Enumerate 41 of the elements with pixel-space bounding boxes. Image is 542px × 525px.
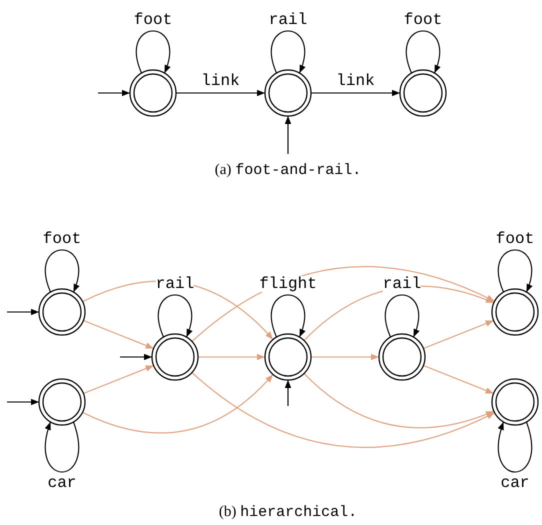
self-loop-arrow — [384, 294, 420, 338]
state-circle — [491, 378, 539, 426]
state-circle — [38, 288, 86, 336]
self-loop-arrow — [158, 294, 192, 338]
start-arrow — [284, 116, 292, 154]
arrow — [311, 354, 379, 360]
state-circle — [264, 333, 312, 381]
state-circle — [378, 333, 426, 381]
arrow — [198, 354, 265, 360]
state-circle — [491, 288, 539, 336]
start-arrow — [7, 308, 39, 316]
start-arrow — [98, 90, 130, 96]
self-loop-arrow — [270, 294, 306, 338]
self-loop-arrow — [498, 422, 532, 472]
arrow — [83, 365, 154, 394]
subfigure-caption: (b) hierarchical. — [218, 504, 358, 521]
start-arrow — [120, 354, 152, 360]
arrow — [83, 320, 154, 349]
start-arrow — [284, 380, 292, 406]
edge-label: rail — [382, 276, 422, 292]
self-loop-arrow — [44, 422, 80, 472]
self-loop-arrow — [270, 30, 306, 74]
edge-label: flight — [259, 276, 317, 292]
arrow — [311, 90, 400, 96]
state-circle — [129, 69, 177, 117]
subfigure-caption: (a) foot-and-rail. — [214, 162, 362, 179]
self-loop-arrow — [498, 250, 532, 292]
self-loop-arrow — [44, 250, 80, 292]
state-circle — [38, 378, 86, 426]
arrow — [82, 374, 274, 434]
self-loop-arrow — [406, 30, 440, 74]
arrow — [176, 90, 265, 96]
arrow — [423, 320, 494, 349]
self-loop-arrow — [136, 30, 170, 74]
state-circle — [399, 69, 447, 117]
arrow — [304, 373, 494, 428]
state-circle — [151, 333, 199, 381]
arrow — [192, 372, 495, 448]
start-arrow — [7, 398, 39, 406]
arrow — [423, 365, 494, 394]
state-circle — [264, 69, 312, 117]
